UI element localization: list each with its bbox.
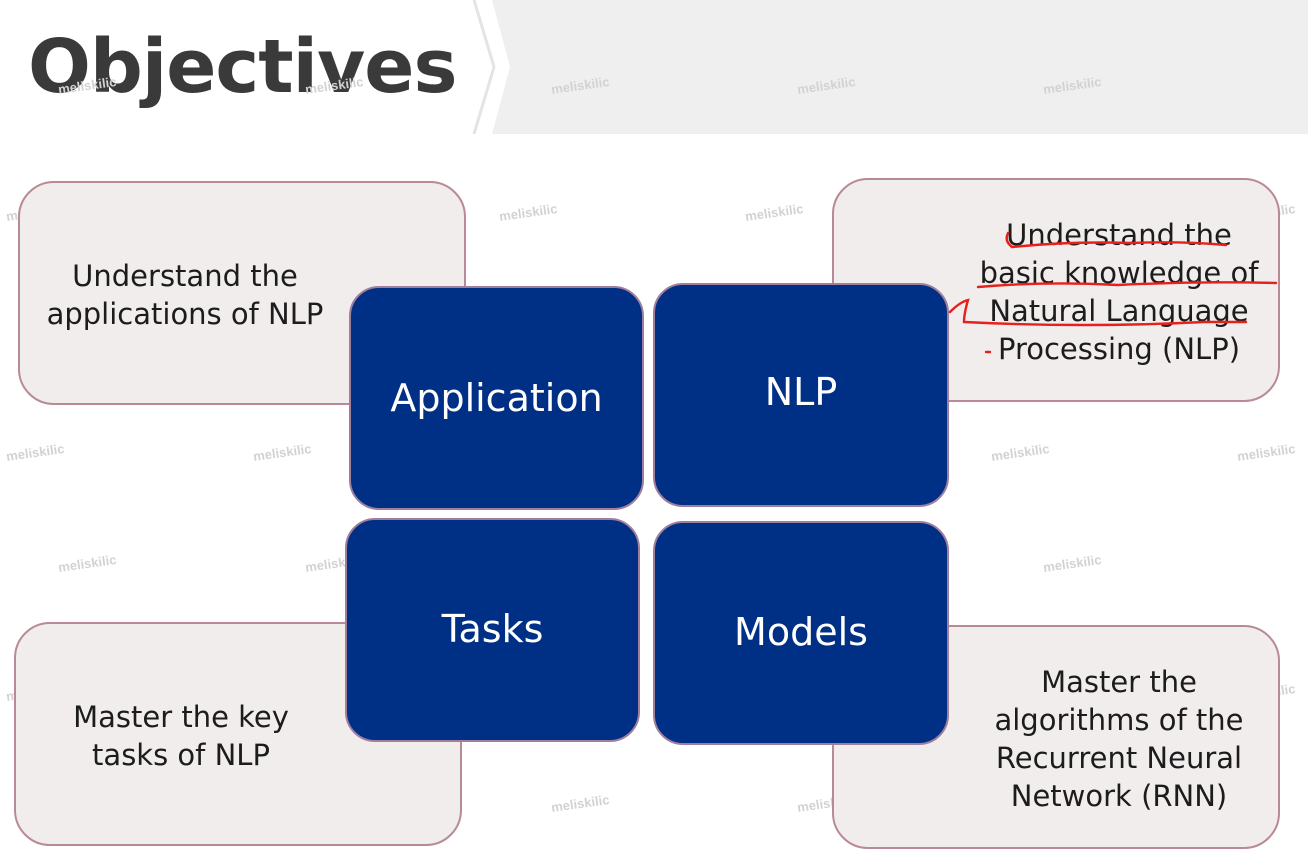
objective-line: Understand the bbox=[72, 259, 298, 293]
tile-label-nlp: NLP bbox=[764, 370, 838, 414]
watermark: meliskilic bbox=[1236, 440, 1297, 465]
objective-line: algorithms of the bbox=[994, 703, 1244, 737]
watermark: meliskilic bbox=[498, 200, 559, 225]
watermark: meliskilic bbox=[5, 440, 66, 465]
watermark: meliskilic bbox=[57, 551, 118, 576]
objective-line: applications of NLP bbox=[46, 297, 324, 331]
objective-line: Processing (NLP) bbox=[997, 332, 1241, 366]
watermark: meliskilic bbox=[550, 791, 611, 816]
page-title: Objectives bbox=[28, 24, 458, 110]
objective-text-models: Master the algorithms of the Recurrent N… bbox=[960, 663, 1278, 815]
tile-label-application: Application bbox=[390, 376, 603, 420]
objective-line: Natural Language bbox=[989, 294, 1249, 328]
objective-text-application: Understand the applications of NLP bbox=[20, 257, 350, 333]
header-band bbox=[470, 0, 1308, 134]
objective-line: basic knowledge of bbox=[979, 256, 1259, 290]
tile-application: Application bbox=[349, 286, 644, 510]
objective-text-nlp: Understand the basic knowledge of Natura… bbox=[960, 216, 1278, 368]
header-chevron bbox=[470, 0, 510, 134]
objective-line: Master the key bbox=[73, 700, 289, 734]
objective-text-tasks: Master the key tasks of NLP bbox=[26, 698, 336, 774]
watermark: meliskilic bbox=[1042, 551, 1103, 576]
objective-line: Recurrent Neural bbox=[995, 741, 1243, 775]
tile-nlp: NLP bbox=[653, 283, 949, 507]
watermark: meliskilic bbox=[990, 440, 1051, 465]
objective-line: Master the bbox=[1041, 665, 1197, 699]
objective-line: Understand the bbox=[1006, 218, 1232, 252]
tile-label-models: Models bbox=[734, 610, 868, 654]
tile-label-tasks: Tasks bbox=[441, 607, 544, 651]
tile-tasks: Tasks bbox=[345, 518, 640, 742]
objective-line: tasks of NLP bbox=[92, 738, 270, 772]
objective-line: Network (RNN) bbox=[1010, 779, 1228, 813]
watermark: meliskilic bbox=[744, 200, 805, 225]
watermark: meliskilic bbox=[252, 440, 313, 465]
tile-models: Models bbox=[653, 521, 949, 745]
